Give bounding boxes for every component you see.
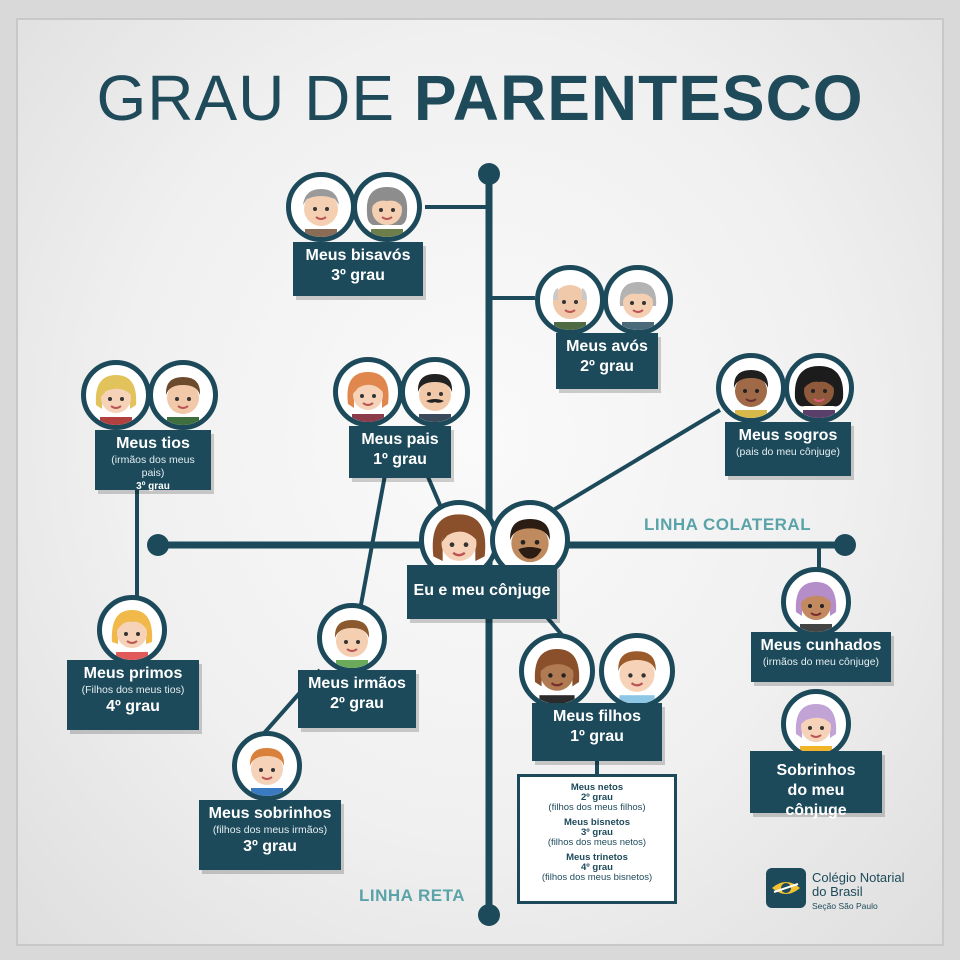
page-title: GRAU DE PARENTESCO: [96, 62, 864, 134]
descendant-item: Meus bisnetos 3º grau (filhos dos meus n…: [547, 817, 647, 848]
eu-name: Eu e meu cônjuge: [413, 582, 551, 599]
grandfather-avatar: [535, 265, 605, 335]
tios-label: Meus tios (irmãos dos meus pais) 3º grau: [95, 430, 211, 492]
primos-label: Meus primos (Filhos dos meus tios) 4º gr…: [67, 660, 199, 730]
axis-end-right: [834, 534, 856, 556]
pais-label: Meus pais 1º grau: [349, 426, 451, 478]
filhos-name: Meus filhos: [552, 708, 641, 725]
descendant-item: Meus netos 2º grau (filhos dos meus filh…: [548, 782, 646, 813]
primos-name: Meus primos: [83, 665, 183, 682]
mother-avatar: [333, 357, 403, 427]
sobrinhos-conjuge-line1: Sobrinhos: [776, 762, 856, 779]
sobrinhos-grade: 3º grau: [243, 838, 297, 855]
connector-sogros: [548, 408, 722, 514]
avos-label: Meus avós 2º grau: [556, 333, 658, 389]
cunhados-subtitle: (irmãos do meu cônjuge): [762, 656, 880, 668]
axis-end-left: [147, 534, 169, 556]
axis-end-bottom: [478, 904, 500, 926]
grandmother-avatar: [603, 265, 673, 335]
irmaos-label: Meus irmãos 2º grau: [298, 670, 416, 728]
bisavos-label: Meus bisavós 3º grau: [293, 242, 423, 296]
father-avatar: [400, 357, 470, 427]
logo-subtext: Seção São Paulo: [812, 901, 878, 911]
bisavos-grade: 3º grau: [331, 267, 385, 284]
axis-end-top: [478, 163, 500, 185]
pais-name: Meus pais: [361, 431, 439, 448]
sobrinhos-subtitle: (filhos dos meus irmãos): [212, 824, 328, 836]
cousin-avatar: [97, 595, 167, 665]
collateral-line-label: LINHA COLATERAL: [644, 515, 812, 534]
uncle-avatar: [148, 360, 218, 430]
great-grandfather-avatar: [286, 172, 356, 242]
irmaos-name: Meus irmãos: [308, 675, 406, 692]
father-in-law-avatar: [716, 353, 786, 423]
sogros-label: Meus sogros (pais do meu cônjuge): [725, 422, 851, 476]
sobrinhos-label: Meus sobrinhos (filhos dos meus irmãos) …: [199, 800, 341, 870]
sister-in-law-avatar: [781, 567, 851, 637]
descendant-item: Meus trinetos 4º grau (filhos dos meus b…: [541, 852, 653, 883]
filhos-grade: 1º grau: [570, 728, 624, 745]
tios-name: Meus tios: [116, 435, 190, 452]
tios-grade: 3º grau: [136, 481, 170, 492]
descendants-box: Meus netos 2º grau (filhos dos meus filh…: [517, 774, 677, 904]
straight-line-label: LINHA RETA: [359, 886, 466, 905]
irmaos-grade: 2º grau: [330, 695, 384, 712]
sobrinhos-conjuge-line2: do meu cônjuge: [785, 782, 847, 819]
pais-grade: 1º grau: [373, 451, 427, 468]
tios-subtitle: (irmãos dos meus pais): [111, 454, 195, 479]
eu-label: Eu e meu cônjuge: [407, 565, 557, 619]
nephew-avatar: [232, 731, 302, 801]
avos-name: Meus avós: [566, 338, 648, 355]
great-grandmother-avatar: [352, 172, 422, 242]
sogros-name: Meus sogros: [738, 427, 838, 444]
bisavos-name: Meus bisavós: [305, 247, 411, 264]
cunhados-label: Meus cunhados (irmãos do meu cônjuge): [751, 632, 891, 682]
logo-mark-icon: [766, 868, 806, 908]
aunt-avatar: [81, 360, 151, 430]
sogros-subtitle: (pais do meu cônjuge): [736, 446, 840, 458]
me-avatar: [419, 500, 499, 580]
filhos-label: Meus filhos 1º grau: [532, 703, 662, 761]
spouse-nephew-avatar: [781, 689, 851, 759]
son-avatar: [599, 633, 675, 709]
mother-in-law-avatar: [784, 353, 854, 423]
sibling-avatar: [317, 603, 387, 673]
primos-grade: 4º grau: [106, 698, 160, 715]
connector-pais-irmaos: [358, 474, 387, 611]
cunhados-name: Meus cunhados: [760, 637, 882, 654]
daughter-avatar: [519, 633, 595, 709]
sobrinhos-name: Meus sobrinhos: [208, 805, 332, 822]
primos-subtitle: (Filhos dos meus tios): [81, 684, 185, 696]
avos-grade: 2º grau: [580, 358, 634, 375]
sobrinhos-conjuge-label: Sobrinhos do meu cônjuge: [750, 751, 882, 819]
